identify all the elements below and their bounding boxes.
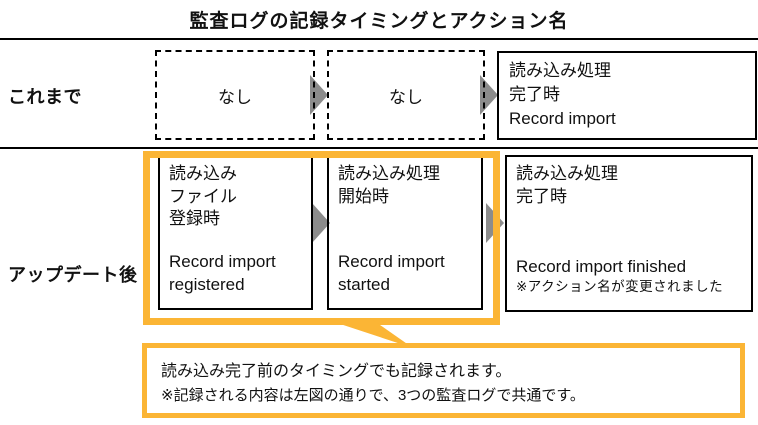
step-action-text: Record import finished ※アクション名が変更されました <box>516 256 743 297</box>
step-timing-text: 読み込み ファイル 登録時 <box>169 163 303 231</box>
step-box-import-registered: 読み込み ファイル 登録時 Record import registered <box>158 155 313 310</box>
diagram-title: 監査ログの記録タイミングとアクション名 <box>189 11 569 32</box>
step-box-import-complete-before: 読み込み処理 完了時 Record import <box>497 51 757 140</box>
step-text-line: Record import finished <box>516 256 687 276</box>
callout-text-line: ※記録される内容は左図の通りで、3つの監査ログで共通です。 <box>161 386 585 404</box>
step-text: なし <box>218 87 252 107</box>
step-box-none-2: なし <box>327 50 485 140</box>
step-text-line: 読み込み処理 <box>338 164 440 183</box>
step-text-line: 読み込み処理 <box>516 164 618 183</box>
arrow-right-icon <box>486 203 504 243</box>
step-text: なし <box>389 87 423 107</box>
divider-top <box>0 38 758 40</box>
step-text-line: Record import <box>338 252 445 271</box>
step-text-line: Record import <box>509 109 616 128</box>
step-text-line: 登録時 <box>169 209 220 228</box>
callout-text-line: 読み込み完了前のタイミングでも記録されます。 <box>161 362 512 380</box>
step-text-line: registered <box>169 274 245 294</box>
step-box-import-finished: 読み込み処理 完了時 Record import finished ※アクション… <box>505 155 753 312</box>
step-action-text: Record import started <box>338 251 473 296</box>
arrow-right-icon <box>312 203 330 243</box>
step-box-none-1: なし <box>155 50 315 140</box>
divider-middle <box>0 147 758 149</box>
step-text-line: started <box>338 274 390 294</box>
step-box-import-started: 読み込み処理 開始時 Record import started <box>327 155 483 310</box>
step-timing-text: 読み込み処理 開始時 <box>338 163 473 208</box>
callout-box: 読み込み完了前のタイミングでも記録されます。 ※記録される内容は左図の通りで、3… <box>142 343 745 418</box>
step-text-line: 完了時 <box>516 186 567 206</box>
step-text-line: 読み込み <box>169 164 237 183</box>
row-label-after: アップデート後 <box>8 265 138 285</box>
step-text-line: 開始時 <box>338 186 389 206</box>
step-timing-text: 読み込み処理 完了時 <box>516 163 743 208</box>
callout-tail <box>322 318 413 348</box>
step-text-line: Record import <box>169 252 276 271</box>
step-action-text: Record import registered <box>169 251 303 296</box>
action-renamed-note: ※アクション名が変更されました <box>516 279 724 294</box>
row-label-before: これまで <box>8 87 82 107</box>
step-text-line: ファイル <box>169 186 237 206</box>
step-text-line: 完了時 <box>509 85 560 104</box>
step-text-line: 読み込み処理 <box>509 61 611 80</box>
